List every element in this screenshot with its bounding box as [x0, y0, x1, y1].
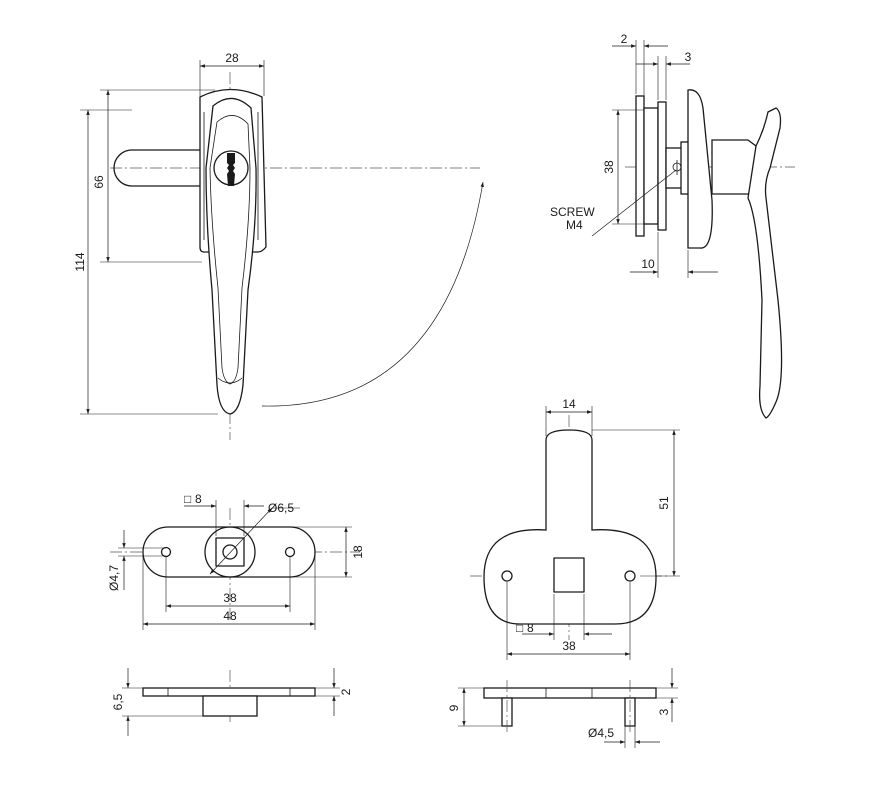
handle-front-view: 28 66 114: [73, 51, 484, 440]
dim-small-square: 8: [195, 492, 202, 506]
dim-large-square: 8: [527, 621, 534, 635]
handle-side-view: 2 3 38 SCREW M4 10: [550, 32, 795, 419]
dim-small-length: 48: [223, 609, 237, 623]
square-symbol-large: □: [516, 621, 523, 635]
dim-small-side-height: 6,5: [111, 693, 125, 710]
dim-handle-upper-height: 66: [92, 175, 106, 189]
large-plate-top-view: 14 51 □ 8 38: [470, 397, 680, 660]
dim-large-height: 51: [657, 496, 671, 510]
small-plate-top-view: Ø6,5 □ 8 18 Ø4,7 38 48: [107, 492, 365, 630]
dim-small-side-thickness: 2: [339, 688, 353, 695]
dim-side-top-left: 2: [621, 32, 628, 46]
dim-large-hole-pitch: 38: [562, 639, 576, 653]
screw-label-line1: SCREW: [550, 205, 595, 219]
dim-small-hole: Ø4,7: [107, 565, 121, 591]
dim-large-pin: Ø4,5: [588, 726, 614, 740]
screw-label-line2: M4: [566, 218, 583, 232]
dim-large-side-thickness: 3: [657, 708, 671, 715]
dim-side-body-height: 38: [602, 160, 616, 174]
dim-side-bottom-offset: 10: [641, 257, 655, 271]
dim-side-top-right: 3: [685, 50, 692, 64]
dim-large-side-height: 9: [447, 704, 461, 711]
small-plate-side-view: 6,5 2: [111, 668, 353, 736]
dim-small-hole-pitch: 38: [223, 591, 237, 605]
dim-handle-width: 28: [225, 51, 239, 65]
dim-small-height: 18: [351, 545, 365, 559]
square-symbol: □: [184, 492, 191, 506]
dim-large-width: 14: [562, 397, 576, 411]
dim-small-bore: Ø6,5: [268, 501, 294, 515]
large-plate-side-view: 9 3 Ø4,5: [447, 668, 678, 748]
dim-handle-total-height: 114: [73, 252, 87, 271]
